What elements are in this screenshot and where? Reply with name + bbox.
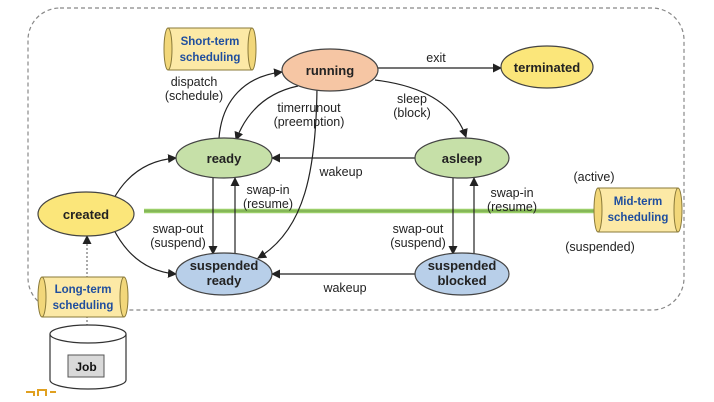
- label-dispatch-1: dispatch: [171, 75, 218, 89]
- state-terminated: terminated: [500, 45, 594, 89]
- label-sleep-2: (block): [393, 106, 431, 120]
- state-created-label: created: [63, 207, 109, 222]
- corner-logo-icon: [26, 389, 56, 396]
- short-term-scheduler-label-2: scheduling: [180, 52, 241, 64]
- label-sleep-1: sleep: [397, 92, 427, 106]
- label-swap-in-left-2: (resume): [243, 197, 293, 211]
- label-swap-out-right-1: swap-out: [393, 222, 444, 236]
- state-ready-label: ready: [207, 151, 242, 166]
- label-swap-out-right-2: (suspend): [390, 236, 446, 250]
- edge-timerrunout: [234, 85, 299, 141]
- state-suspended-blocked-label-2: blocked: [437, 273, 486, 288]
- state-asleep: asleep: [414, 137, 510, 179]
- edge-dispatch: [218, 68, 283, 139]
- label-swap-in-right-1: swap-in: [490, 186, 533, 200]
- label-timerrunout-1: timerrunout: [277, 101, 341, 115]
- long-term-scheduler-label-2: scheduling: [53, 300, 114, 312]
- label-timerrunout-2: (preemption): [274, 115, 345, 129]
- state-suspended-blocked: suspended blocked: [414, 252, 510, 296]
- state-suspended-ready-label-1: suspended: [190, 258, 259, 273]
- label-dispatch-2: (schedule): [165, 89, 223, 103]
- state-running-label: running: [306, 63, 354, 78]
- state-suspended-ready-label-2: ready: [207, 273, 242, 288]
- system-boundary: [27, 7, 685, 311]
- mid-term-scheduler-label-1: Mid-term: [614, 196, 663, 208]
- state-suspended-blocked-label-1: suspended: [428, 258, 497, 273]
- job-label: Job: [75, 360, 96, 374]
- edge-created-to-ready: [112, 154, 177, 201]
- long-term-scheduler-label-1: Long-term: [55, 284, 112, 296]
- state-created: created: [37, 191, 135, 237]
- short-term-scheduler-scroll: Short-term scheduling: [163, 27, 257, 71]
- state-suspended-ready: suspended ready: [175, 252, 273, 296]
- state-asleep-label: asleep: [442, 151, 483, 166]
- edge-sleep: [374, 79, 468, 138]
- state-running: running: [281, 48, 379, 92]
- short-term-scheduler-label-1: Short-term: [181, 36, 240, 48]
- label-active: (active): [574, 170, 615, 184]
- label-swap-out-left-1: swap-out: [153, 222, 204, 236]
- job-database-icon: Job: [49, 324, 127, 390]
- label-swap-in-left-1: swap-in: [246, 183, 289, 197]
- state-terminated-label: terminated: [514, 60, 581, 75]
- edge-running-to-suspended-ready: [257, 87, 318, 259]
- long-term-scheduler-scroll: Long-term scheduling: [37, 276, 129, 318]
- label-wakeup-bottom: wakeup: [322, 281, 366, 295]
- label-wakeup-top: wakeup: [318, 165, 362, 179]
- label-exit: exit: [426, 51, 446, 65]
- label-swap-out-left-2: (suspend): [150, 236, 206, 250]
- edge-created-to-suspended-ready: [112, 227, 177, 278]
- state-ready: ready: [175, 137, 273, 179]
- mid-term-scheduler-label-2: scheduling: [608, 212, 669, 224]
- label-swap-in-right-2: (resume): [487, 200, 537, 214]
- mid-term-scheduler-scroll: Mid-term scheduling: [593, 187, 683, 233]
- label-suspended: (suspended): [565, 240, 635, 254]
